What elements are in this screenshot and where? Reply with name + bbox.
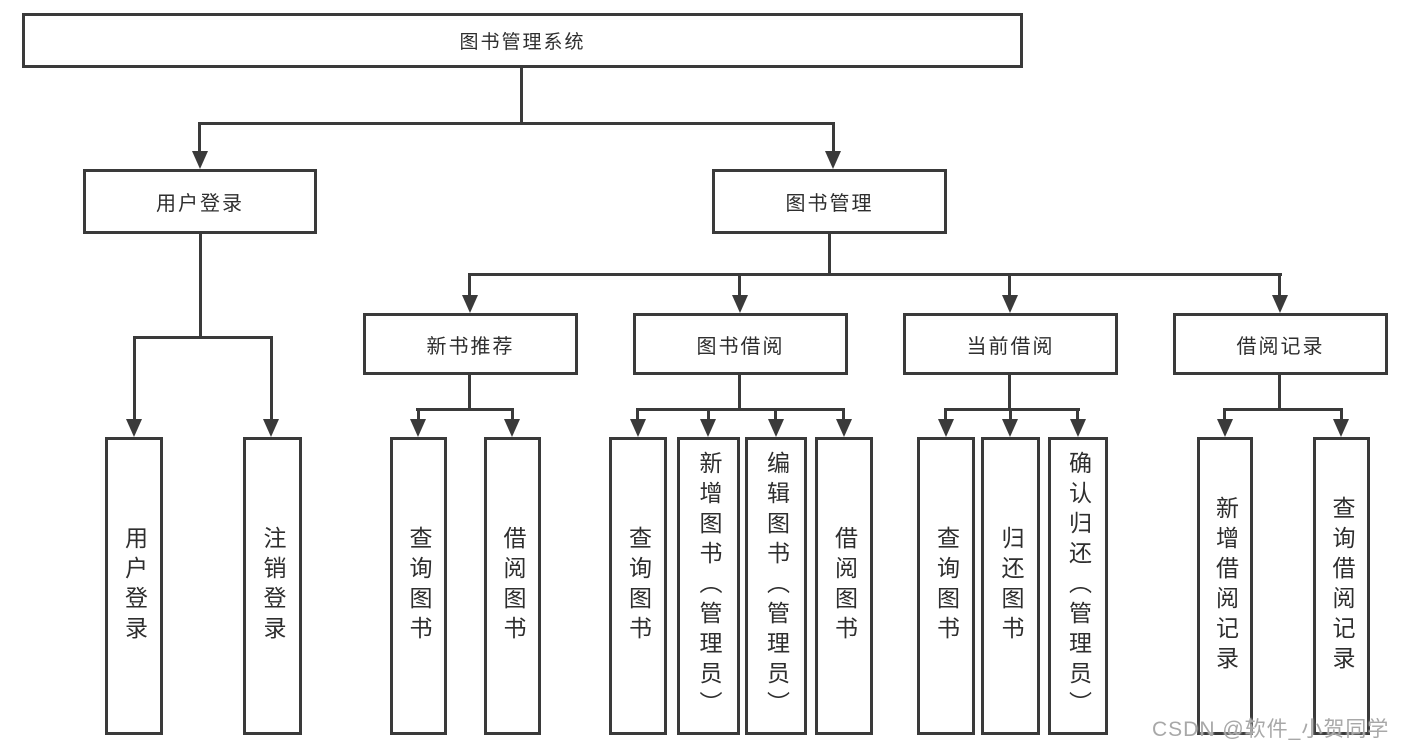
connector-segment bbox=[1340, 408, 1343, 419]
leaf-borrowing-add-books-admin-label: 新增图书（管理员） bbox=[696, 451, 722, 721]
connector-segment bbox=[1223, 408, 1226, 419]
connector-segment bbox=[738, 375, 741, 408]
arrowhead-down bbox=[263, 419, 279, 437]
leaf-borrowing-query-books: 查询图书 bbox=[609, 437, 667, 735]
node-new-book-recommendation-label: 新书推荐 bbox=[426, 335, 515, 358]
connector-segment bbox=[520, 68, 523, 122]
arrowhead-down bbox=[700, 419, 716, 437]
connector-segment bbox=[738, 273, 741, 296]
connector-segment bbox=[1009, 408, 1012, 419]
arrowhead-down bbox=[504, 419, 520, 437]
node-borrowing-records: 借阅记录 bbox=[1173, 313, 1388, 375]
connector-segment bbox=[198, 122, 201, 152]
node-book-management: 图书管理 bbox=[712, 169, 947, 234]
connector-segment bbox=[636, 408, 639, 419]
leaf-current-return-books-label: 归还图书 bbox=[998, 526, 1024, 646]
connector-segment bbox=[774, 408, 777, 419]
leaf-recommend-borrow-books-label: 借阅图书 bbox=[500, 526, 526, 646]
connector-segment bbox=[270, 336, 273, 420]
connector-segment bbox=[1008, 375, 1011, 408]
node-book-management-label: 图书管理 bbox=[785, 193, 874, 215]
leaf-records-add-borrow-record-label: 新增借阅记录 bbox=[1212, 496, 1239, 676]
connector-segment bbox=[198, 122, 835, 125]
leaf-recommend-query-books: 查询图书 bbox=[390, 437, 447, 735]
leaf-logout: 注销登录 bbox=[243, 437, 302, 735]
node-book-borrowing-label: 图书借阅 bbox=[696, 335, 785, 358]
connector-segment bbox=[828, 234, 831, 273]
connector-segment bbox=[944, 408, 1080, 411]
connector-segment bbox=[1076, 408, 1079, 419]
connector-segment bbox=[1223, 408, 1343, 411]
arrowhead-down bbox=[938, 419, 954, 437]
node-current-borrowing: 当前借阅 bbox=[903, 313, 1118, 375]
arrowhead-down bbox=[1272, 295, 1288, 313]
connector-segment bbox=[636, 408, 845, 411]
leaf-current-return-books: 归还图书 bbox=[981, 437, 1040, 735]
arrowhead-down bbox=[836, 419, 852, 437]
node-user-login-label: 用户登录 bbox=[156, 193, 244, 215]
arrowhead-down bbox=[630, 419, 646, 437]
connector-segment bbox=[842, 408, 845, 419]
connector-segment bbox=[944, 408, 947, 419]
leaf-borrowing-borrow-books: 借阅图书 bbox=[815, 437, 873, 735]
leaf-borrowing-edit-books-admin-label: 编辑图书（管理员） bbox=[763, 451, 790, 721]
connector-segment bbox=[1278, 375, 1281, 408]
arrowhead-down bbox=[1217, 419, 1233, 437]
node-root: 图书管理系统 bbox=[22, 13, 1023, 68]
connector-segment bbox=[1008, 273, 1011, 296]
leaf-borrowing-query-books-label: 查询图书 bbox=[625, 526, 652, 646]
leaf-borrowing-edit-books-admin: 编辑图书（管理员） bbox=[745, 437, 807, 735]
leaf-current-query-books: 查询图书 bbox=[917, 437, 975, 735]
arrowhead-down bbox=[825, 151, 841, 169]
connector-segment bbox=[133, 336, 136, 420]
connector-segment bbox=[707, 408, 710, 419]
connector-segment bbox=[468, 375, 471, 408]
connector-segment bbox=[468, 273, 471, 296]
connector-segment bbox=[469, 273, 1282, 276]
arrowhead-down bbox=[1002, 295, 1018, 313]
connector-segment bbox=[1278, 273, 1281, 296]
arrowhead-down bbox=[410, 419, 426, 437]
arrowhead-down bbox=[1070, 419, 1086, 437]
arrowhead-down bbox=[768, 419, 784, 437]
node-current-borrowing-label: 当前借阅 bbox=[966, 335, 1055, 358]
leaf-user-login-label: 用户登录 bbox=[121, 526, 148, 646]
leaf-borrowing-add-books-admin: 新增图书（管理员） bbox=[677, 437, 740, 735]
arrowhead-down bbox=[126, 419, 142, 437]
node-user-login: 用户登录 bbox=[83, 169, 317, 234]
arrowhead-down bbox=[192, 151, 208, 169]
leaf-borrowing-borrow-books-label: 借阅图书 bbox=[831, 526, 858, 646]
leaf-records-add-borrow-record: 新增借阅记录 bbox=[1197, 437, 1253, 735]
leaf-logout-label: 注销登录 bbox=[260, 526, 286, 646]
leaf-user-login: 用户登录 bbox=[105, 437, 163, 735]
connector-segment bbox=[417, 408, 420, 419]
arrowhead-down bbox=[1002, 419, 1018, 437]
leaf-records-query-borrow-record-label: 查询借阅记录 bbox=[1329, 496, 1355, 676]
connector-segment bbox=[416, 408, 514, 411]
leaf-current-confirm-return-admin: 确认归还（管理员） bbox=[1048, 437, 1108, 735]
csdn-watermark: CSDN @软件_小贺同学 bbox=[1152, 718, 1390, 741]
leaf-recommend-borrow-books: 借阅图书 bbox=[484, 437, 541, 735]
node-new-book-recommendation: 新书推荐 bbox=[363, 313, 578, 375]
leaf-records-query-borrow-record: 查询借阅记录 bbox=[1313, 437, 1370, 735]
leaf-current-confirm-return-admin-label: 确认归还（管理员） bbox=[1065, 451, 1092, 721]
node-borrowing-records-label: 借阅记录 bbox=[1236, 335, 1325, 358]
arrowhead-down bbox=[732, 295, 748, 313]
node-root-label: 图书管理系统 bbox=[459, 32, 586, 53]
connector-segment bbox=[511, 408, 514, 419]
node-book-borrowing: 图书借阅 bbox=[633, 313, 848, 375]
leaf-current-query-books-label: 查询图书 bbox=[933, 526, 960, 646]
arrowhead-down bbox=[1333, 419, 1349, 437]
arrowhead-down bbox=[462, 295, 478, 313]
connector-segment bbox=[832, 122, 835, 152]
leaf-recommend-query-books-label: 查询图书 bbox=[406, 526, 432, 646]
connector-segment bbox=[199, 234, 202, 336]
connector-segment bbox=[133, 336, 273, 339]
